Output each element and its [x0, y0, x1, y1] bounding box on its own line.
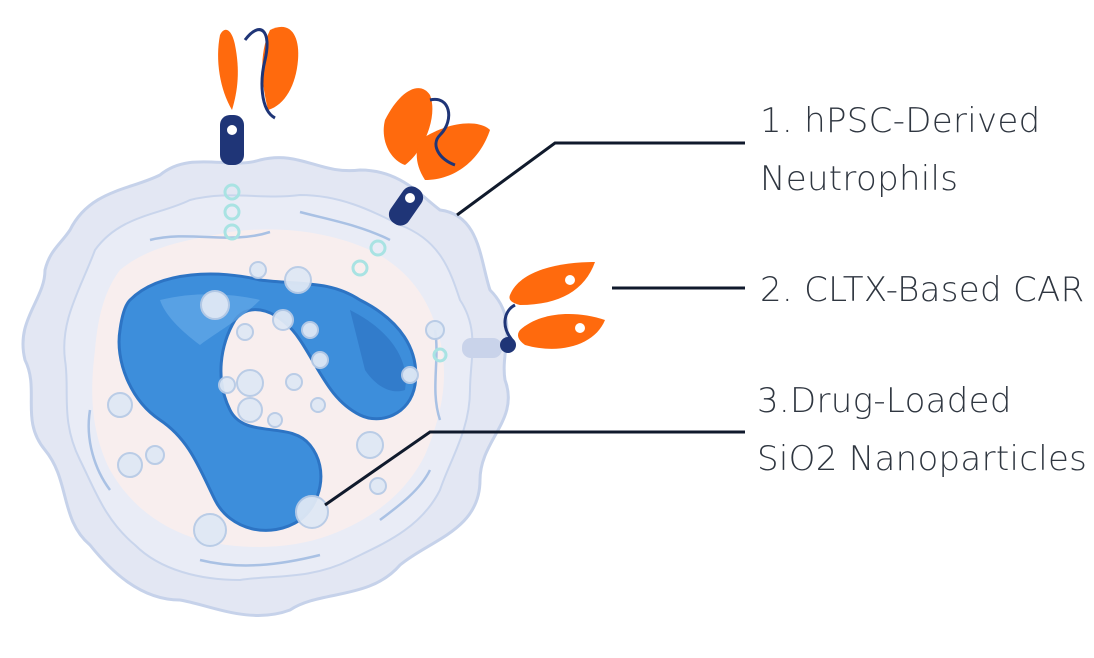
- label-line: 2. CLTX-Based CAR: [760, 270, 1085, 310]
- nucleus-shade: [350, 310, 406, 392]
- label-line: Neutrophils: [760, 159, 959, 199]
- label-line: 1. hPSC-Derived: [760, 101, 1041, 141]
- nucleus-highlight: [160, 294, 260, 345]
- leader-line-3: [324, 430, 745, 507]
- label-neutrophils: 1. hPSC-Derived Neutrophils: [760, 92, 1041, 208]
- label-car: 2. CLTX-Based CAR: [760, 261, 1085, 319]
- car-receptor-2: [351, 88, 490, 277]
- label-line: SiO2 Nanoparticles: [757, 439, 1088, 479]
- car-receptor-1: [218, 26, 299, 241]
- car-receptor-3: [432, 262, 605, 363]
- leader-line-1: [456, 141, 745, 217]
- label-nanoparticles: 3.Drug-Loaded SiO2 Nanoparticles: [757, 372, 1087, 488]
- label-line: 3.Drug-Loaded: [757, 381, 1012, 421]
- cytoplasm-strands: [87, 210, 442, 567]
- nanoparticles: [107, 261, 445, 547]
